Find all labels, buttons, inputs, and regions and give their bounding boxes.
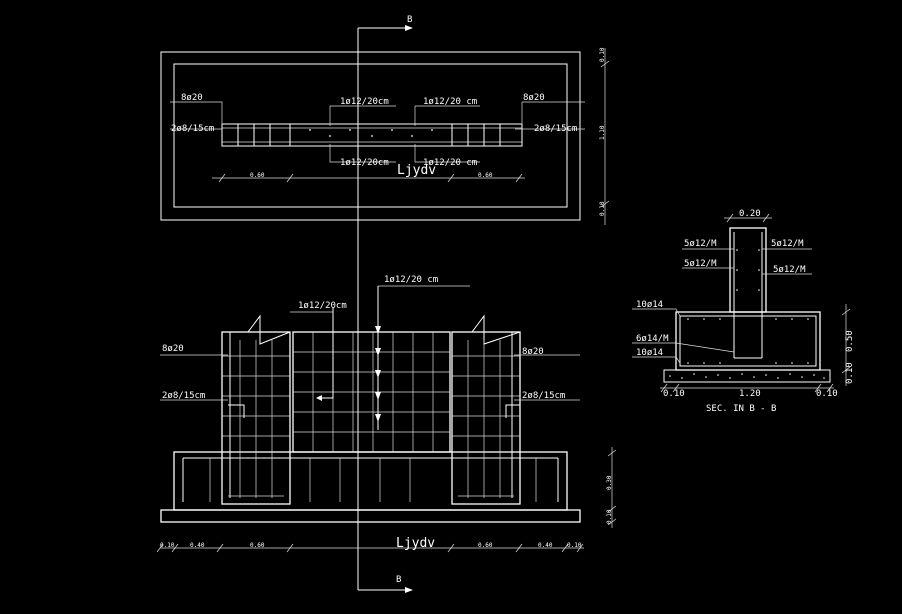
elev-label-top-right: 1ø12/20 cm (384, 275, 438, 285)
elev-label-left-top: 8ø20 (162, 344, 184, 354)
elev-title: Ljydv (396, 536, 435, 551)
elev-vdim-bot: 0.10 (606, 509, 613, 524)
elevation-view: 1ø12/20 cm 1ø12/20cm 8ø20 2ø8/15cm 8ø20 … (156, 275, 617, 553)
elev-dim-3: 0.60 (478, 542, 493, 549)
plan-vdim-bot: 0.10 (599, 201, 606, 216)
sec-dim-bm: 1.20 (739, 389, 761, 399)
plan-dim-right: 0.60 (478, 172, 493, 179)
sec-dim-br: 0.10 (816, 389, 838, 399)
plan-label-mid-bot-left: 1ø12/20cm (340, 158, 389, 168)
plan-label-left-top: 8ø20 (181, 93, 203, 103)
elev-label-right-top: 8ø20 (522, 347, 544, 357)
elev-dim-5: 0.10 (567, 542, 582, 549)
elev-label-right-stirrup: 2ø8/15cm (522, 391, 565, 401)
elev-dim-2: 0.60 (250, 542, 265, 549)
sec-vdim-b: 0.10 (845, 362, 855, 384)
sec-label-a: 10ø14 (636, 300, 663, 310)
plan-view: 8ø20 2ø8/15cm 1ø12/20cm 1ø12/20 cm 8ø20 … (160, 47, 610, 225)
section-mark-bottom: B (396, 575, 401, 585)
section-b-b: 0.20 5ø12/M 5ø12/M 5ø12/M 5ø12/M 10ø14 6… (632, 209, 855, 414)
section-cut-line: B B (357, 15, 413, 593)
plan-label-mid-top-right: 1ø12/20 cm (423, 97, 477, 107)
plan-label-mid-bot-right: 1ø12/20 cm (423, 158, 477, 168)
plan-dim-left: 0.60 (250, 172, 265, 179)
sec-label-r2: 5ø12/M (773, 265, 806, 275)
plan-vdim-mid: 1.10 (599, 125, 606, 140)
sec-label-b: 6ø14/M (636, 334, 669, 344)
sec-dim-top: 0.20 (739, 209, 761, 219)
sec-label-l2: 5ø12/M (684, 259, 717, 269)
elev-dim-4: 0.40 (538, 542, 553, 549)
plan-label-mid-top-left: 1ø12/20cm (340, 97, 389, 107)
elev-label-left-stirrup: 2ø8/15cm (162, 391, 205, 401)
sec-label-c: 10ø14 (636, 348, 663, 358)
plan-label-left-stirrup: 2ø8/15cm (171, 124, 214, 134)
plan-label-right-top: 8ø20 (523, 93, 545, 103)
sec-caption: SEC. IN B - B (706, 404, 776, 414)
plan-vdim-top: 0.10 (599, 47, 606, 62)
plan-title: Ljydv (397, 163, 436, 178)
sec-label-r1: 5ø12/M (771, 239, 804, 249)
elev-label-top-mid: 1ø12/20cm (298, 301, 347, 311)
section-mark-top: B (407, 15, 412, 25)
sec-dim-bl: 0.10 (663, 389, 685, 399)
sec-label-l1: 5ø12/M (684, 239, 717, 249)
sec-vdim-a: 0.50 (845, 330, 855, 352)
elev-dim-0: 0.10 (160, 542, 175, 549)
elev-vdim-top: 0.30 (606, 475, 613, 490)
elev-dim-1: 0.40 (190, 542, 205, 549)
plan-label-right-stirrup: 2ø8/15cm (534, 124, 577, 134)
